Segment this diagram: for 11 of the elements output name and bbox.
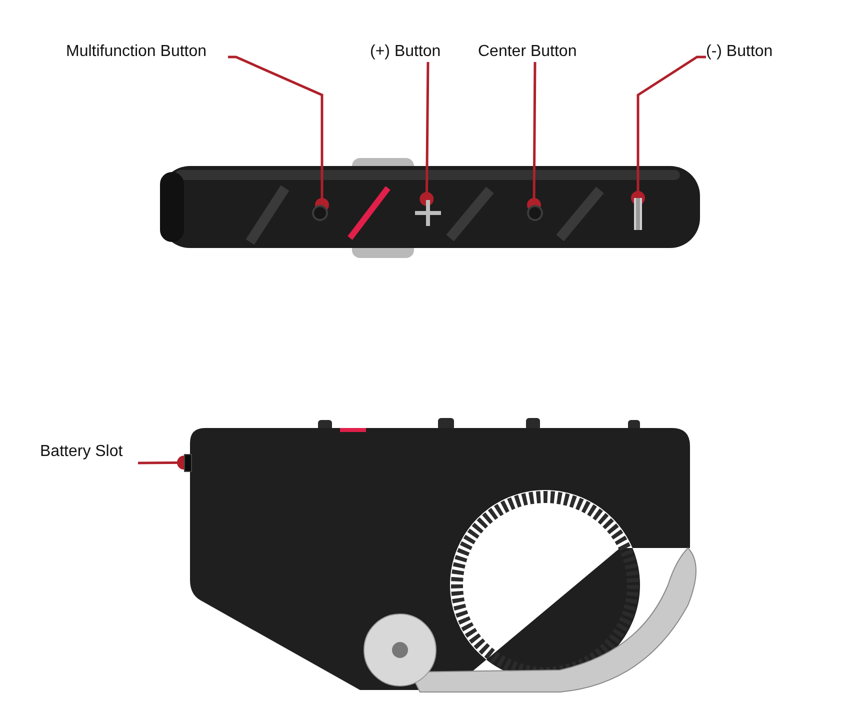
- battery-slot: [184, 454, 192, 472]
- leader-line: [420, 62, 434, 206]
- part-label: (+) Button: [370, 42, 442, 62]
- part-label: (-) Button: [706, 42, 774, 62]
- minus-button: [634, 198, 642, 230]
- leader-line: [228, 56, 329, 212]
- plus-button: [414, 199, 442, 227]
- part-label: Battery Slot: [40, 442, 124, 462]
- part-label: Center Button: [478, 42, 578, 62]
- leader-line: [631, 56, 706, 205]
- part-label: Multifunction Button: [66, 42, 208, 62]
